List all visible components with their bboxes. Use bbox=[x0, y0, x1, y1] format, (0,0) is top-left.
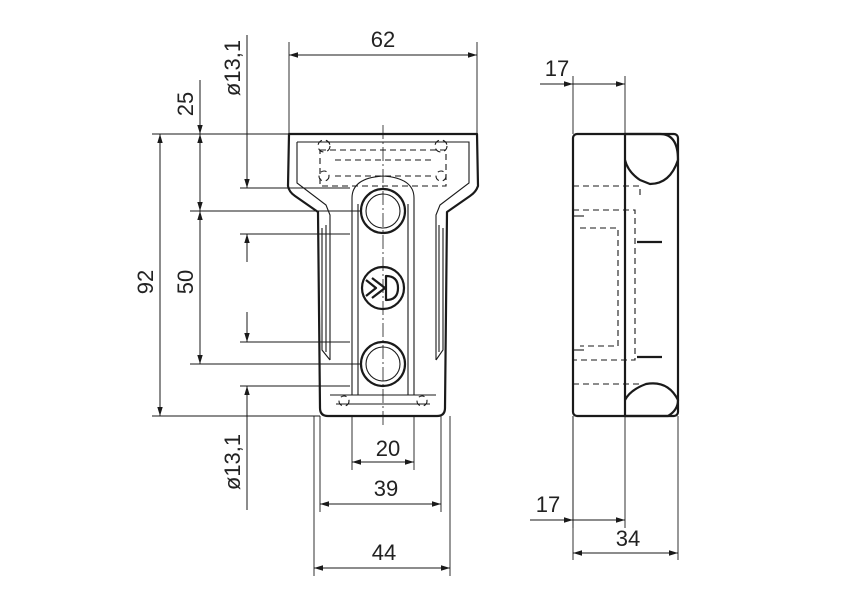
corner-mark-1 bbox=[317, 139, 331, 153]
side-bottom-round bbox=[624, 382, 680, 418]
hole-top bbox=[359, 187, 407, 235]
front-outline bbox=[286, 132, 480, 418]
dimensions: 62 ø13,1 25 92 50 ø13,1 20 bbox=[133, 27, 679, 576]
corner-mark-3 bbox=[318, 170, 330, 182]
rail-right bbox=[435, 225, 444, 361]
front-inner-contour bbox=[296, 141, 470, 360]
rail-left bbox=[321, 225, 331, 361]
dim-height-92: 92 bbox=[133, 270, 158, 294]
dim-hole-spacing-20: 20 bbox=[376, 436, 400, 461]
side-hidden-pocket bbox=[573, 209, 636, 361]
side-hidden-pocket-2 bbox=[580, 227, 619, 347]
dim-depth-34: 34 bbox=[616, 526, 640, 551]
dim-side-17-bottom: 17 bbox=[536, 492, 560, 517]
front-view bbox=[286, 125, 480, 425]
side-hidden-slot bbox=[573, 185, 641, 385]
dim-width-44: 44 bbox=[372, 540, 396, 565]
dim-spacing-50: 50 bbox=[173, 270, 198, 294]
side-top-round bbox=[623, 132, 680, 186]
top-pocket-hidden bbox=[319, 149, 447, 187]
dim-hole-dia-bottom: ø13,1 bbox=[220, 434, 245, 490]
center-slot-inner bbox=[357, 204, 409, 395]
corner-mark-4 bbox=[435, 170, 447, 182]
corner-mark-2 bbox=[434, 139, 448, 153]
side-view bbox=[571, 132, 680, 418]
dim-hole-dia-top: ø13,1 bbox=[220, 40, 245, 96]
dim-side-17-top: 17 bbox=[545, 56, 569, 81]
dim-width-39: 39 bbox=[374, 476, 398, 501]
top-pocket-hidden-2 bbox=[335, 159, 432, 177]
dim-offset-25: 25 bbox=[173, 92, 198, 116]
corner-mark-5 bbox=[338, 395, 350, 407]
dim-width-62: 62 bbox=[371, 27, 395, 52]
corner-mark-6 bbox=[416, 395, 428, 407]
